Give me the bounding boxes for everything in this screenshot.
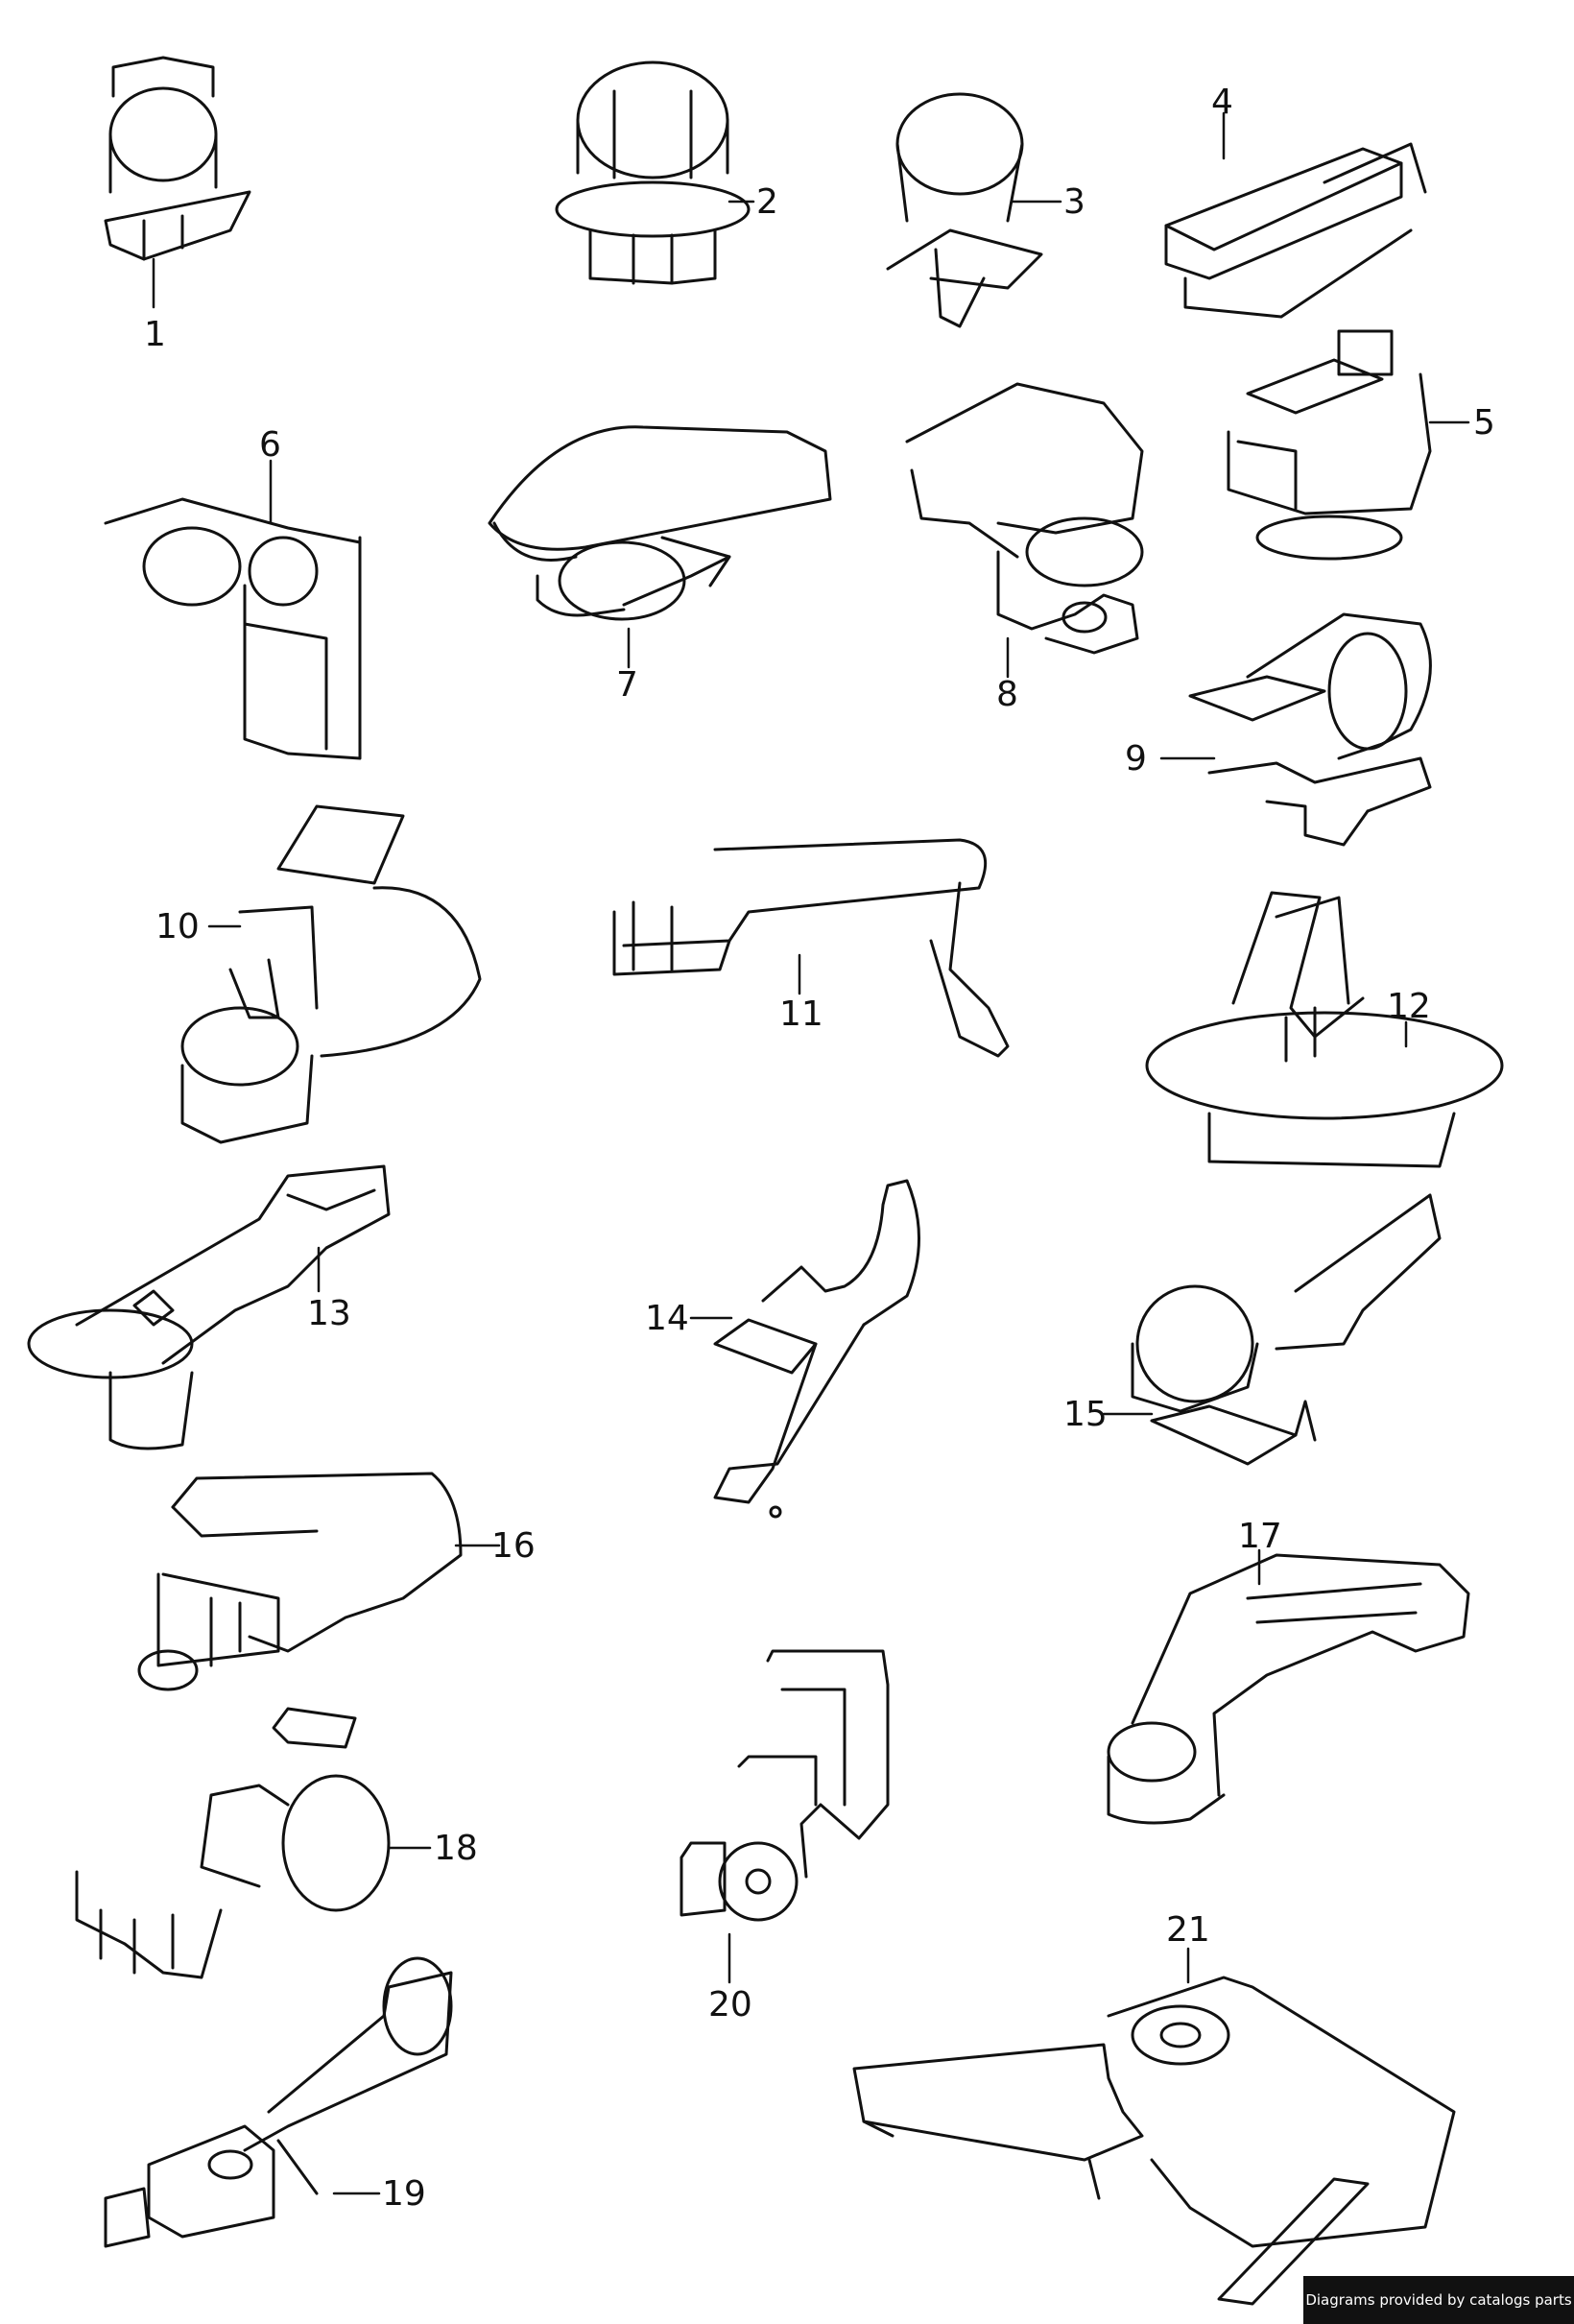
part-20-clip: 20	[680, 1649, 890, 2025]
callout-2: 2	[756, 182, 778, 222]
part-10-clip: 10	[155, 804, 482, 1144]
part-2-clip: 2	[555, 60, 778, 285]
part-12-clip: 12	[1145, 891, 1504, 1168]
callout-19: 19	[382, 2174, 426, 2214]
callout-5: 5	[1473, 403, 1495, 443]
part-17-clip: 17	[1107, 1517, 1470, 1825]
part-19-clip: 19	[104, 1956, 453, 2248]
callout-13: 13	[307, 1294, 351, 1333]
callout-20: 20	[708, 1985, 752, 2025]
callout-7: 7	[616, 665, 638, 705]
part-6-clip: 6	[104, 425, 362, 760]
callout-21: 21	[1166, 1910, 1210, 1950]
part-4-clip: 4	[1164, 83, 1427, 319]
part-9-clip: 9	[1125, 612, 1432, 847]
callout-10: 10	[155, 907, 200, 946]
callout-15: 15	[1063, 1395, 1108, 1434]
callout-6: 6	[259, 425, 281, 465]
part-14-clip: 14	[645, 1179, 920, 1519]
callout-18: 18	[434, 1829, 478, 1868]
callout-9: 9	[1125, 739, 1147, 779]
part-3-clip: 3	[886, 92, 1085, 328]
part-5-clip: 5	[1227, 329, 1495, 561]
part-18-clip: 18	[75, 1707, 478, 1979]
part-7-clip: 7	[488, 425, 832, 705]
callout-11: 11	[779, 994, 823, 1034]
part-21-bracket: 21	[852, 1910, 1456, 2306]
callout-12: 12	[1387, 987, 1431, 1026]
callout-16: 16	[491, 1526, 536, 1566]
part-16-clip: 16	[137, 1472, 536, 1691]
part-13-clip: 13	[27, 1164, 391, 1450]
part-11-clip: 11	[612, 838, 1010, 1058]
callout-17: 17	[1238, 1517, 1282, 1556]
callout-1: 1	[144, 315, 166, 354]
part-15-clip: 15	[1063, 1193, 1442, 1466]
part-8-clip: 8	[905, 382, 1144, 714]
callout-14: 14	[645, 1299, 689, 1338]
callout-8: 8	[996, 675, 1018, 714]
callout-3: 3	[1063, 182, 1085, 222]
credit-label: Diagrams provided by catalogs parts	[1303, 2276, 1574, 2324]
callout-4: 4	[1211, 83, 1233, 122]
part-1-clip: 1	[104, 56, 251, 354]
